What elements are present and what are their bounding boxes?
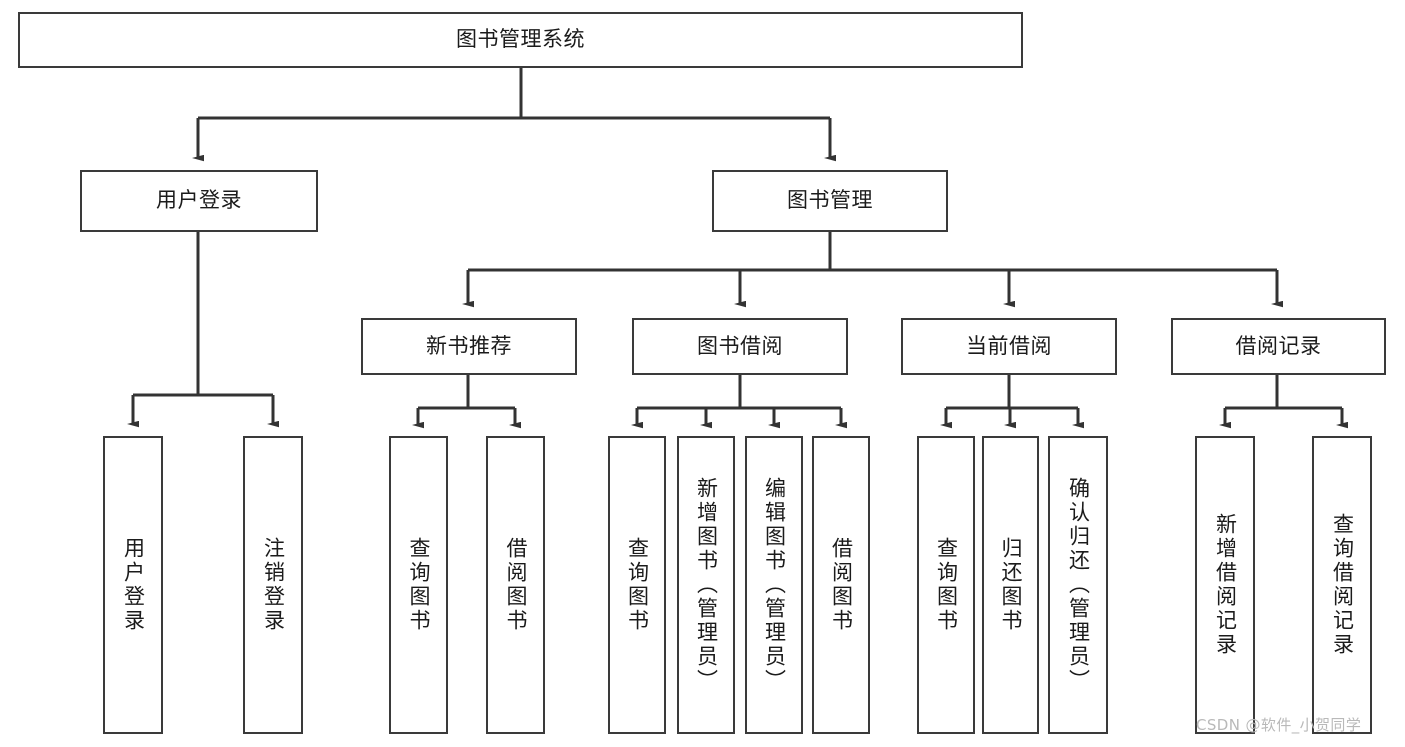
- node-label: 查询图书: [625, 537, 650, 633]
- node-book-manage[interactable]: 图书管理: [712, 170, 948, 232]
- node-label: 查询图书: [407, 537, 431, 633]
- leaf-current-borrow-return[interactable]: 归还图书: [982, 436, 1039, 734]
- leaf-book-borrow-edit[interactable]: 编辑图书（管理员）: [745, 436, 803, 734]
- connectors-user-login: [127, 232, 279, 428]
- leaf-new-book-borrow[interactable]: 借阅图书: [486, 436, 545, 734]
- node-label: 编辑图书（管理员）: [762, 477, 787, 693]
- node-label: 借阅图书: [829, 537, 854, 633]
- leaf-borrow-record-add[interactable]: 新增借阅记录: [1195, 436, 1255, 734]
- node-label: 当前借阅: [966, 333, 1052, 358]
- leaf-book-borrow-query[interactable]: 查询图书: [608, 436, 666, 734]
- leaf-user-login-logout[interactable]: 注销登录: [243, 436, 303, 734]
- leaf-borrow-record-query[interactable]: 查询借阅记录: [1312, 436, 1372, 734]
- node-label: 确认归还（管理员）: [1066, 477, 1091, 693]
- node-user-login[interactable]: 用户登录: [80, 170, 318, 232]
- node-current-borrow[interactable]: 当前借阅: [901, 318, 1117, 375]
- leaf-new-book-query[interactable]: 查询图书: [389, 436, 448, 734]
- node-label: 新增图书（管理员）: [694, 477, 719, 693]
- node-label: 归还图书: [999, 537, 1023, 633]
- node-label: 图书管理系统: [456, 27, 585, 52]
- connectors-book-manage: [462, 232, 1283, 308]
- watermark: CSDN @软件_小贺同学: [1196, 716, 1362, 734]
- node-label: 用户登录: [156, 188, 242, 213]
- node-label: 注销登录: [261, 537, 286, 633]
- leaf-current-borrow-query[interactable]: 查询图书: [917, 436, 975, 734]
- connectors-new-book: [412, 375, 521, 429]
- leaf-user-login-login[interactable]: 用户登录: [103, 436, 163, 734]
- node-new-book-recommend[interactable]: 新书推荐: [361, 318, 577, 375]
- node-label: 用户登录: [121, 537, 146, 633]
- node-label: 新书推荐: [426, 333, 512, 358]
- node-root-system[interactable]: 图书管理系统: [18, 12, 1023, 68]
- node-label: 借阅图书: [504, 537, 528, 633]
- node-label: 查询图书: [934, 537, 959, 633]
- node-borrow-record[interactable]: 借阅记录: [1171, 318, 1386, 375]
- node-label: 新增借阅记录: [1213, 513, 1238, 657]
- node-book-borrow[interactable]: 图书借阅: [632, 318, 848, 375]
- node-label: 图书管理: [787, 188, 873, 213]
- connectors-borrow-record: [1219, 375, 1348, 429]
- leaf-current-borrow-confirm[interactable]: 确认归还（管理员）: [1048, 436, 1108, 734]
- node-label: 借阅记录: [1235, 333, 1322, 358]
- node-label: 查询借阅记录: [1330, 513, 1355, 657]
- leaf-book-borrow-add[interactable]: 新增图书（管理员）: [677, 436, 735, 734]
- node-label: 图书借阅: [697, 333, 783, 358]
- connectors-current-borrow: [940, 375, 1084, 429]
- leaf-book-borrow-borrow[interactable]: 借阅图书: [812, 436, 870, 734]
- connectors-book-borrow: [631, 375, 847, 429]
- connectors-root: [192, 68, 836, 162]
